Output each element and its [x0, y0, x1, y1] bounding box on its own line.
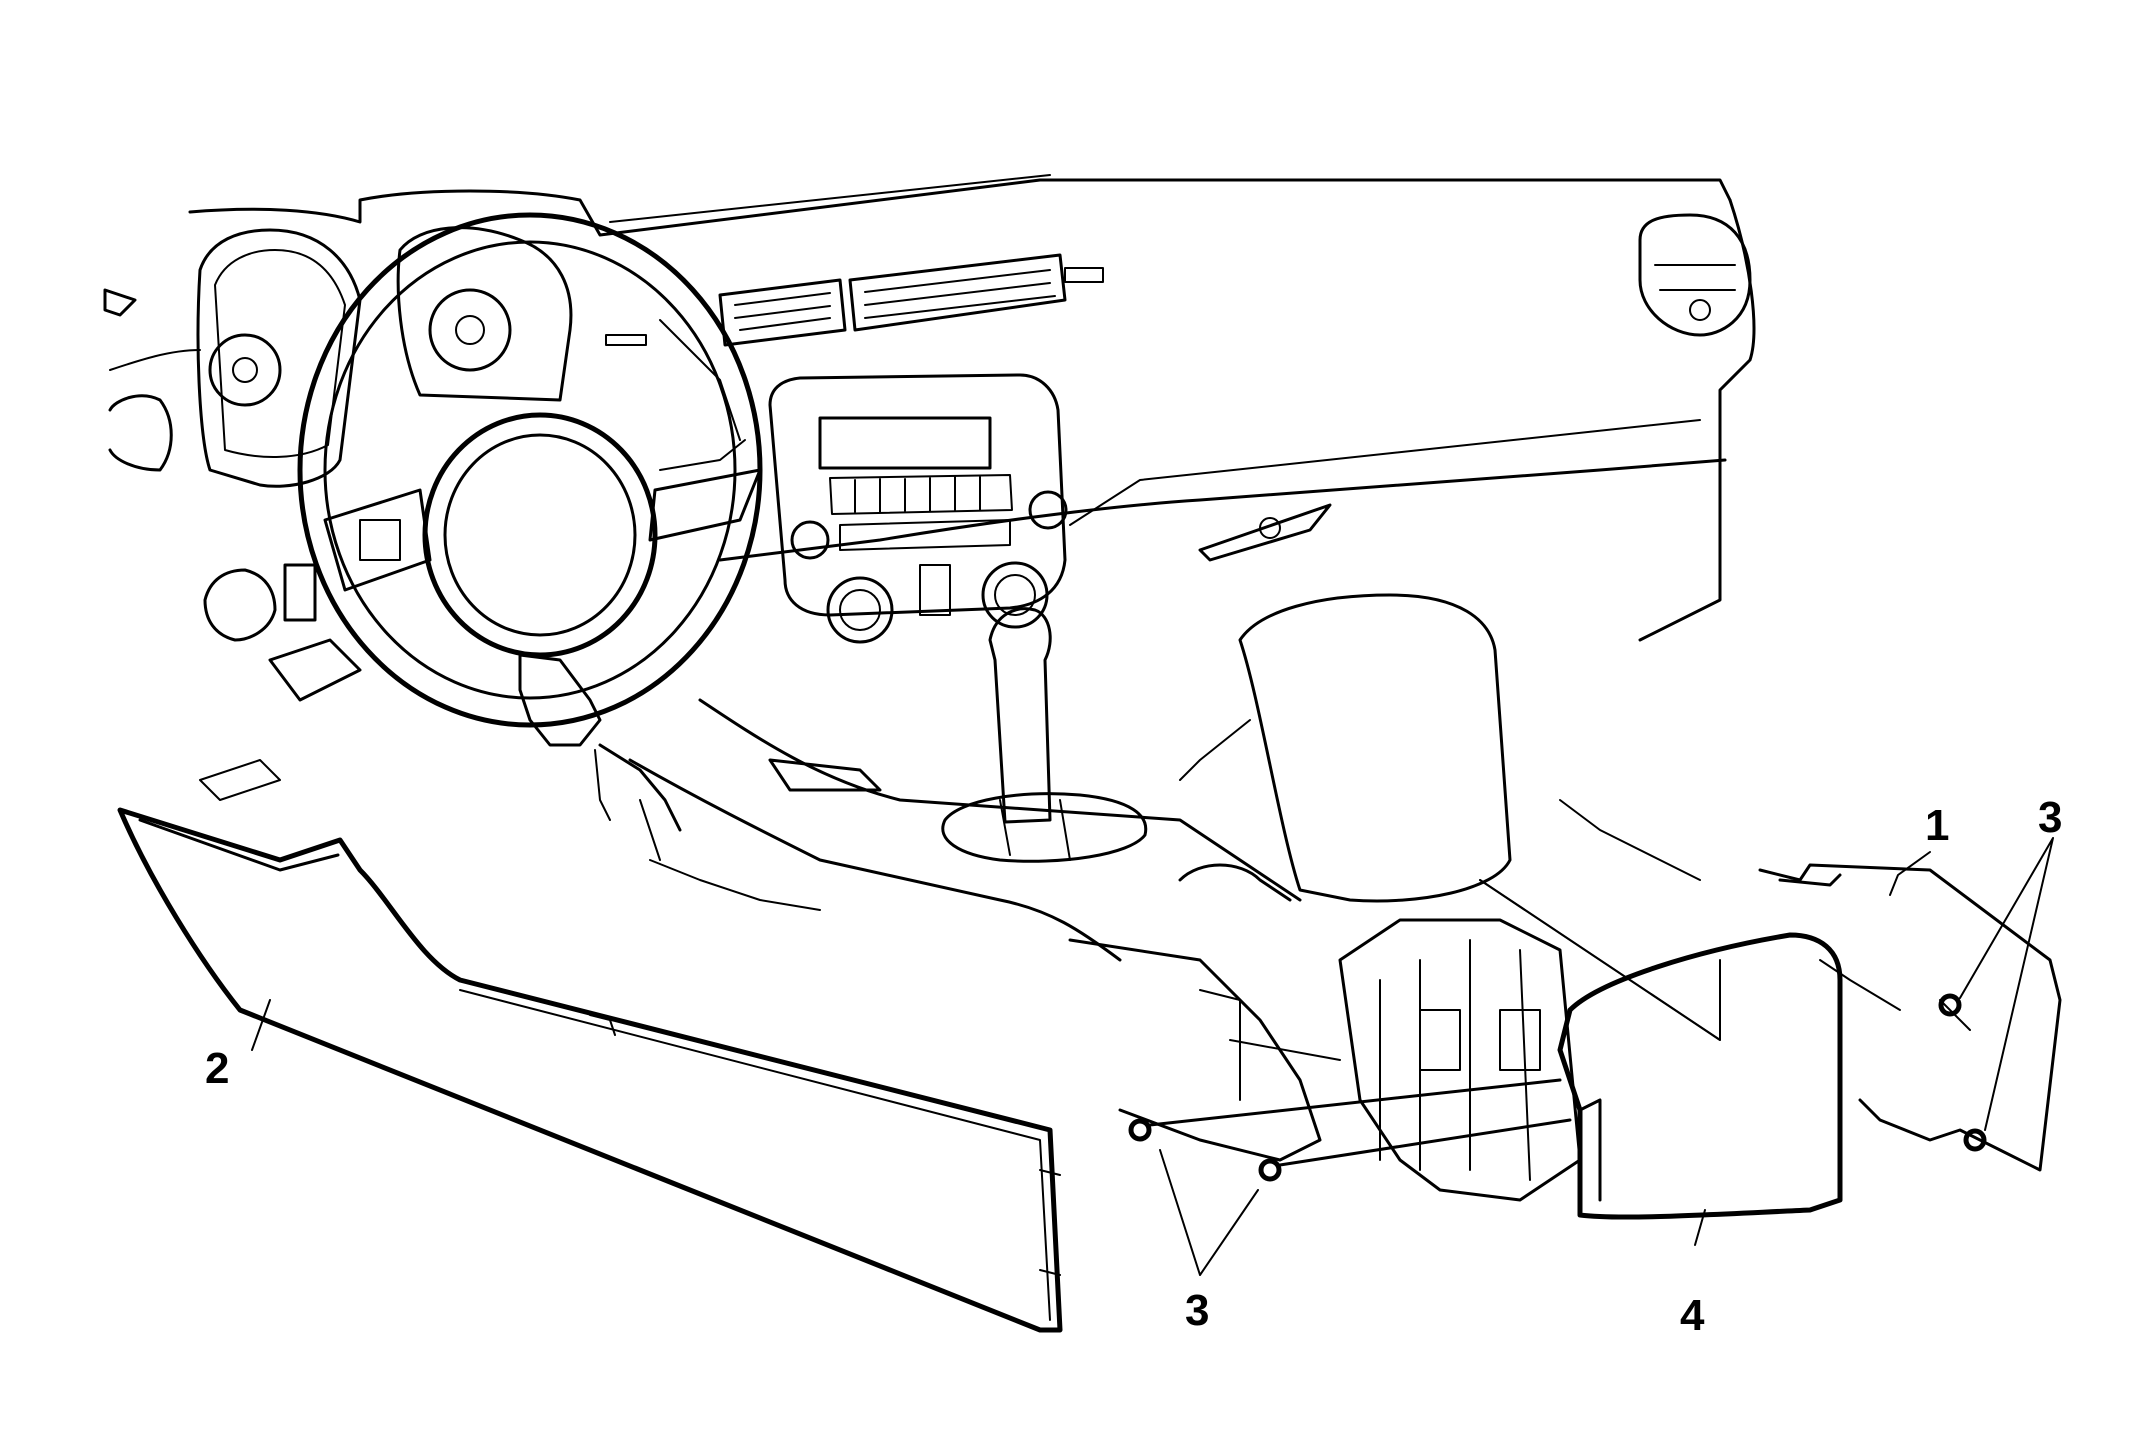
callout-2: 2	[205, 1044, 229, 1093]
rear-console-trim-panel	[1479, 879, 1843, 1220]
left-dash-details	[103, 288, 362, 702]
callout-3-left: 3	[1185, 1286, 1209, 1335]
fastener-group-right	[1938, 993, 1987, 1152]
instrument-cluster	[196, 226, 573, 488]
steering-wheel	[297, 212, 763, 861]
callout-3-right: 3	[2038, 793, 2062, 842]
left-console-side-panel	[117, 759, 1063, 1333]
console-bracket	[1068, 918, 1582, 1202]
leader-lines	[251, 837, 2054, 1276]
screw-left-1	[1128, 1078, 1562, 1142]
armrest	[1178, 593, 1512, 903]
right-console-side-panel	[1559, 799, 2062, 1172]
callout-1: 1	[1925, 801, 1949, 850]
callout-4: 4	[1680, 1291, 1705, 1340]
center-console	[628, 607, 1302, 962]
screw-right-1	[1938, 993, 1962, 1017]
fastener-group-left	[1128, 1078, 1572, 1182]
screw-left-2	[1258, 1118, 1572, 1182]
screw-right-2	[1963, 1128, 1987, 1152]
